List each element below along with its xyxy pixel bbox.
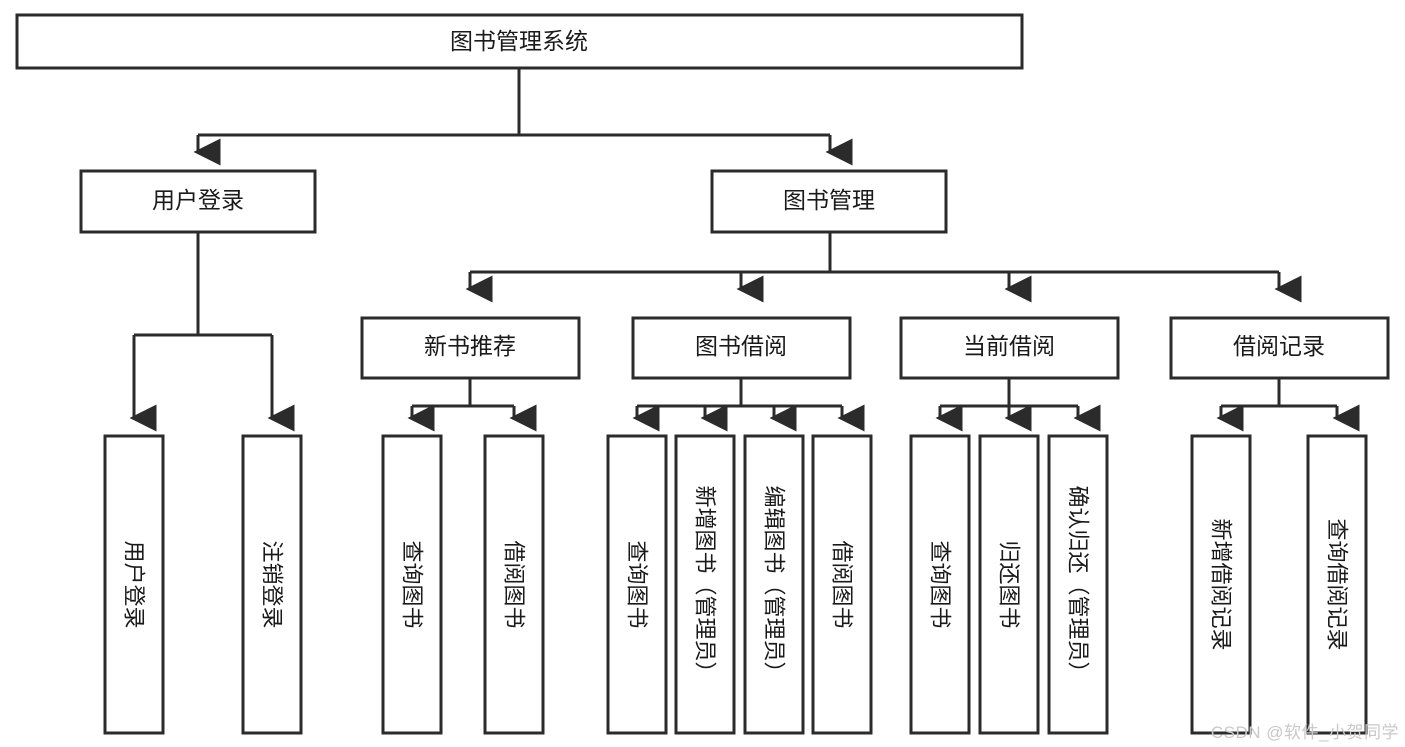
csdn-watermark: CSDN @软件_小贺同学: [1210, 723, 1399, 742]
node-book-borrow-label: 图书借阅: [695, 333, 787, 359]
node-leaf-label: 归还图书: [996, 540, 1021, 628]
node-root-label: 图书管理系统: [450, 28, 588, 54]
node-current-borrow[interactable]: 当前借阅: [899, 316, 1120, 380]
connector-new-book-to-leaves: [407, 378, 537, 432]
node-leaf[interactable]: 注销登录: [241, 434, 303, 735]
node-leaf[interactable]: 借阅图书: [483, 434, 545, 735]
node-leaf-label: 用户登录: [121, 540, 146, 628]
node-leaf[interactable]: 查询图书: [381, 434, 443, 735]
node-leaf-label: 确认归还（管理员）: [1065, 485, 1090, 683]
node-leaf[interactable]: 新增借阅记录: [1190, 434, 1252, 735]
node-leaf[interactable]: 归还图书: [978, 434, 1040, 735]
node-leaf-label: 编辑图书（管理员）: [761, 485, 786, 683]
connector-root-to-level2: [193, 68, 853, 166]
node-leaf-label: 借阅图书: [501, 540, 526, 628]
node-borrow-record[interactable]: 借阅记录: [1169, 316, 1390, 380]
node-user-login[interactable]: 用户登录: [79, 169, 317, 234]
node-book-manage[interactable]: 图书管理: [710, 169, 948, 234]
node-leaf-label: 注销登录: [259, 540, 284, 628]
node-leaf-label: 查询图书: [624, 540, 649, 628]
node-current-borrow-label: 当前借阅: [963, 333, 1055, 359]
node-new-book-recommend-label: 新书推荐: [424, 333, 516, 359]
node-user-login-label: 用户登录: [152, 187, 244, 213]
connector-current-borrow-to-leaves: [935, 378, 1101, 432]
connector-user-login-to-leaves: [129, 232, 295, 432]
node-leaf-label: 查询图书: [927, 540, 952, 628]
node-leaf-label: 查询图书: [399, 540, 424, 628]
node-leaf[interactable]: 确认归还（管理员）: [1047, 434, 1109, 735]
node-leaf-label: 新增借阅记录: [1208, 518, 1233, 650]
node-leaf[interactable]: 编辑图书（管理员）: [743, 434, 805, 735]
connector-book-manage-to-level3: [465, 232, 1302, 303]
connector-book-borrow-to-leaves: [632, 378, 865, 432]
node-leaf-label: 查询借阅记录: [1324, 518, 1349, 650]
node-leaf[interactable]: 查询图书: [606, 434, 668, 735]
node-book-manage-label: 图书管理: [783, 187, 875, 213]
node-leaf-label: 新增图书（管理员）: [692, 485, 717, 683]
node-new-book-recommend[interactable]: 新书推荐: [360, 316, 581, 380]
node-book-borrow[interactable]: 图书借阅: [631, 316, 852, 380]
node-leaf[interactable]: 借阅图书: [811, 434, 873, 735]
node-leaf[interactable]: 查询借阅记录: [1306, 434, 1368, 735]
node-leaf[interactable]: 查询图书: [909, 434, 971, 735]
node-leaf[interactable]: 新增图书（管理员）: [674, 434, 736, 735]
connector-borrow-record-to-leaves: [1216, 378, 1360, 432]
node-root-system[interactable]: 图书管理系统: [15, 13, 1024, 70]
node-leaf-label: 借阅图书: [829, 540, 854, 628]
node-borrow-record-label: 借阅记录: [1233, 333, 1325, 359]
node-leaf[interactable]: 用户登录: [103, 434, 165, 735]
